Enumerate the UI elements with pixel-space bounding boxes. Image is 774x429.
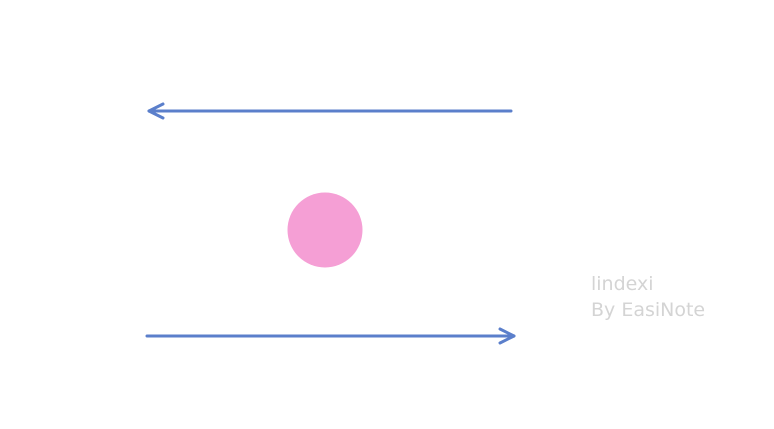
top-arrow-head: [147, 102, 165, 120]
watermark-author: lindexi: [591, 273, 654, 295]
bottom-arrow: [145, 327, 516, 345]
watermark: lindexi By EasiNote: [591, 271, 705, 323]
watermark-app: By EasiNote: [591, 299, 706, 321]
bottom-arrow-head: [498, 327, 516, 345]
top-arrow: [147, 102, 513, 120]
ball: [287, 192, 363, 268]
